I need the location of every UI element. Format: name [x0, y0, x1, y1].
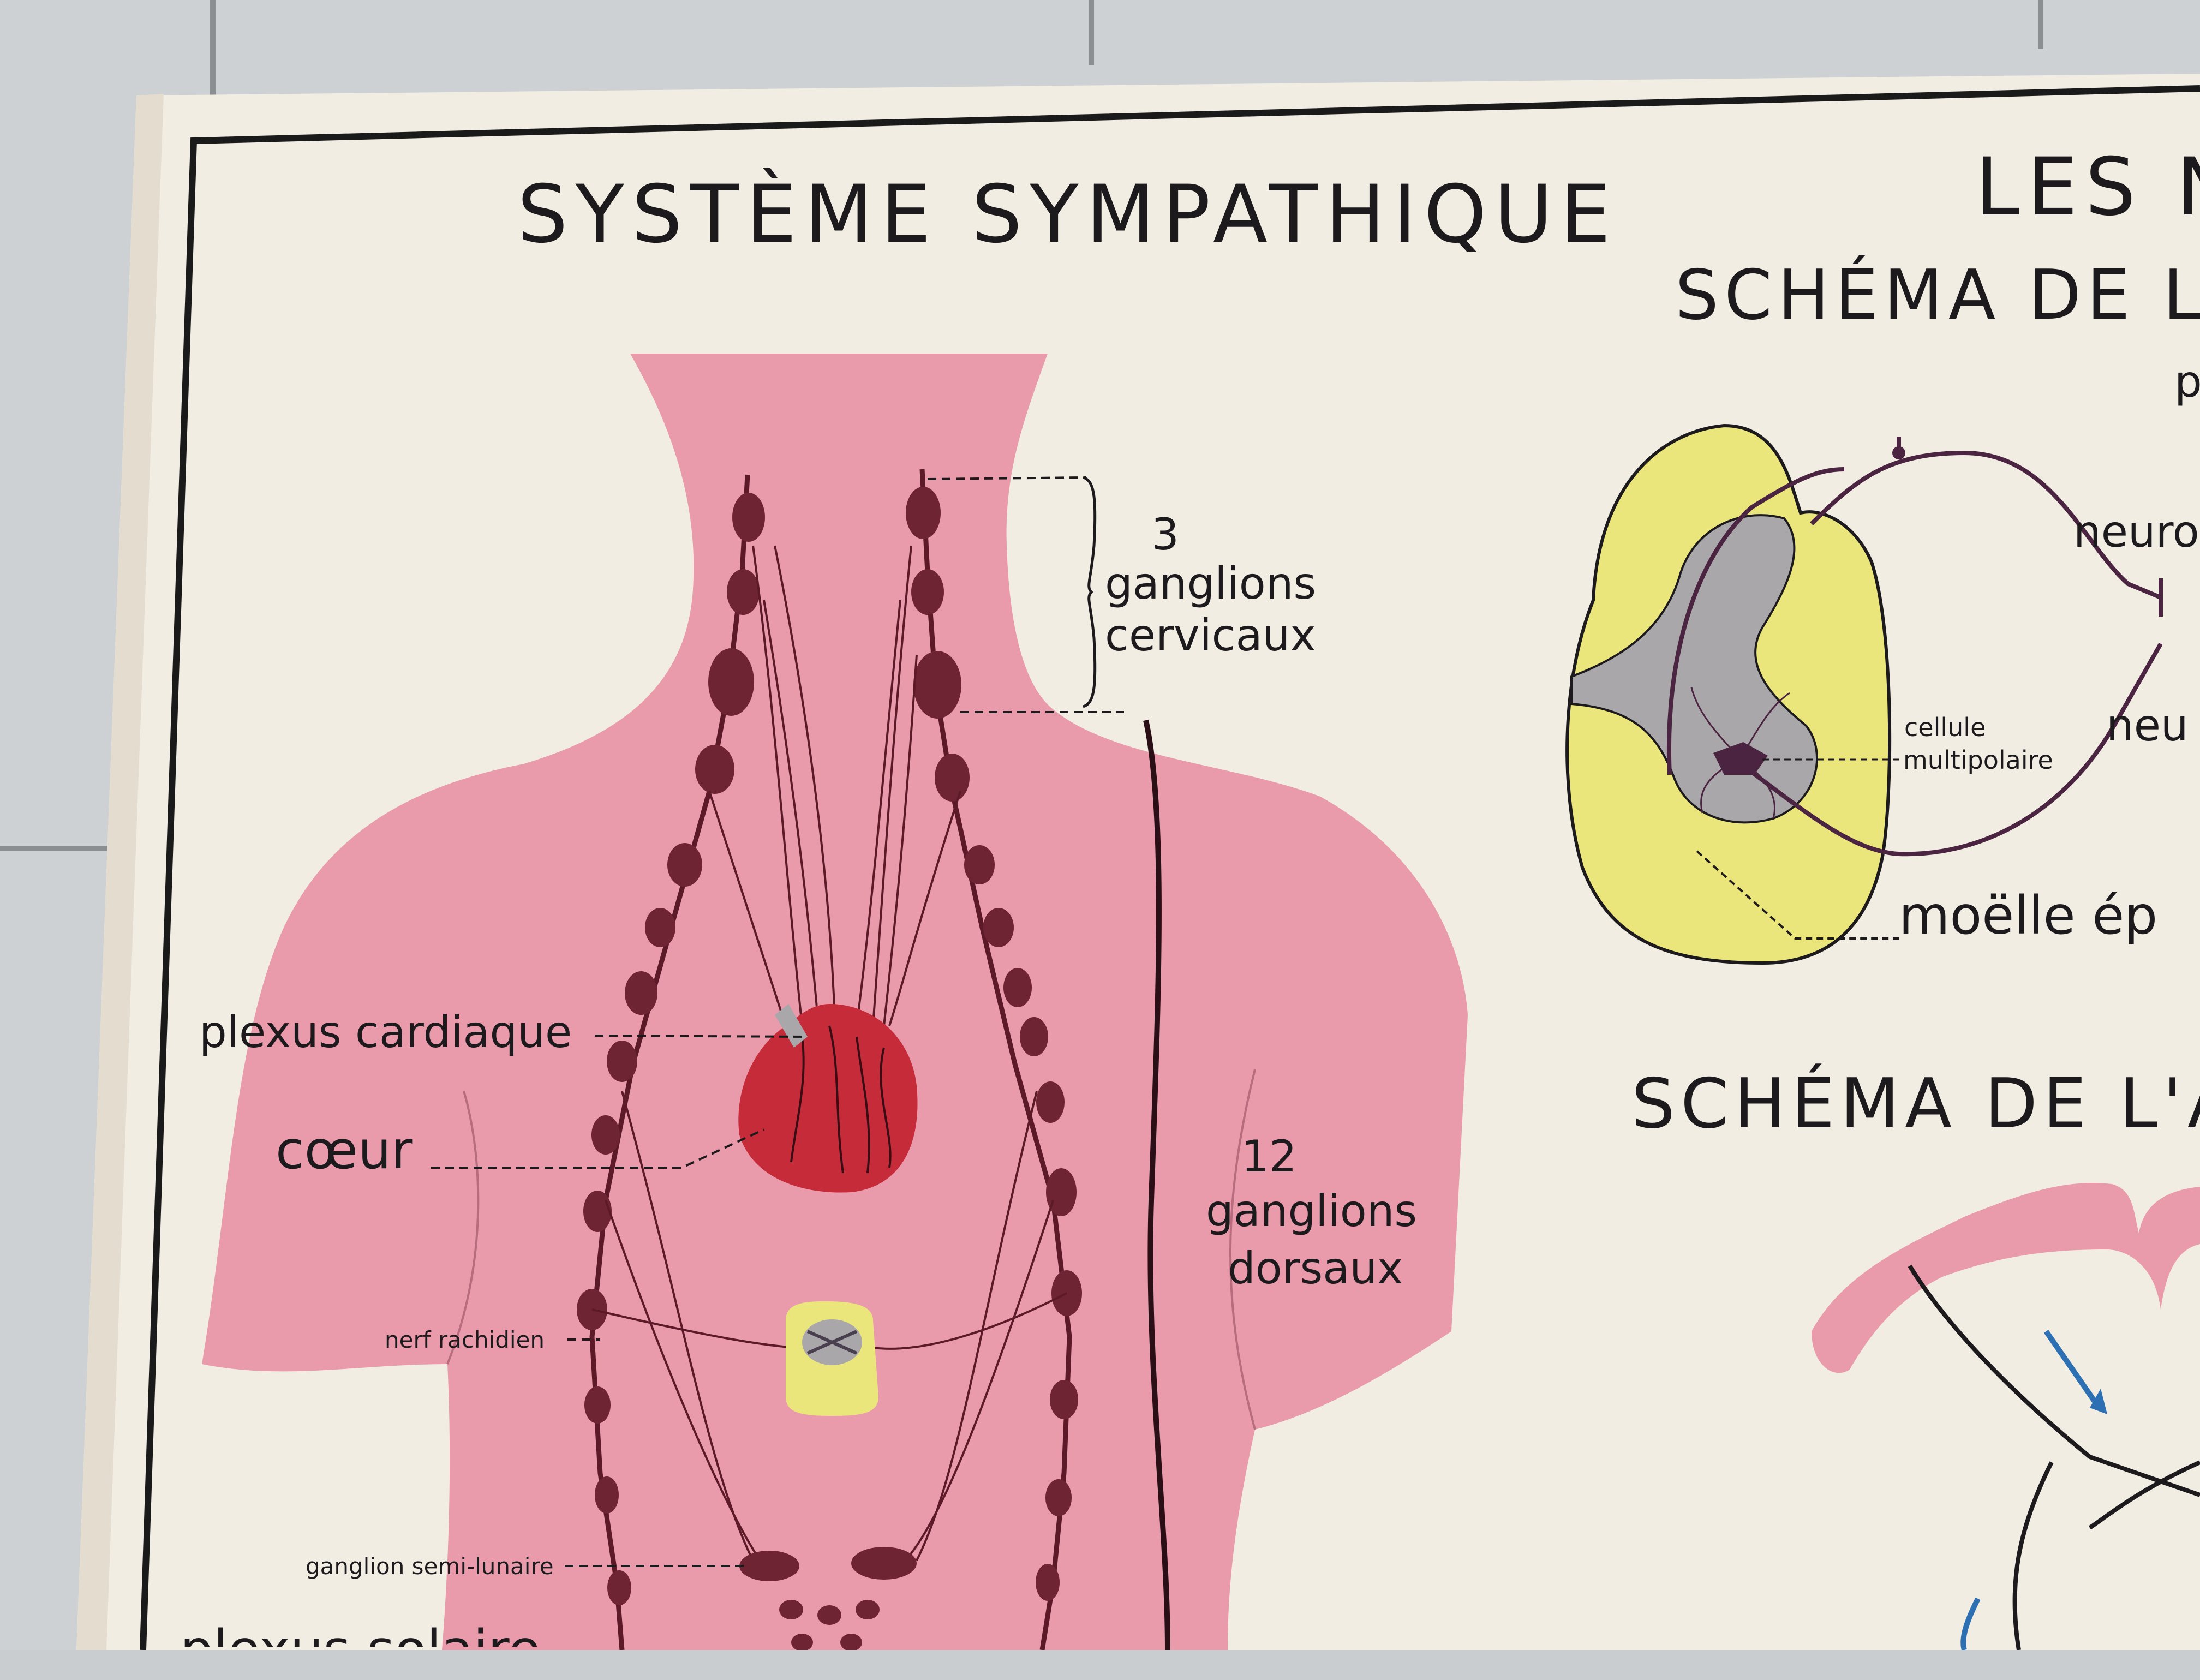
- dorsal-label-line2: dorsaux: [1228, 1243, 1403, 1294]
- spinal-cord-diagram: [1565, 423, 2163, 965]
- poster-border: [140, 85, 2200, 1650]
- second-heading-right-partial: SCHÉMA DE L'A: [1631, 1063, 2200, 1144]
- dorsal-count-label: 12: [1241, 1131, 1297, 1182]
- cutoff-bottom-label: plexus solaire: [180, 1619, 541, 1680]
- poster-title-right-partial: LES N: [1975, 141, 2200, 234]
- solar-plexus: [739, 1547, 917, 1650]
- neuron-mid-label: neu: [2106, 700, 2189, 751]
- cervical-label-line1: ganglions: [1105, 558, 1317, 609]
- spinal-cord-label: moëlle ép: [1899, 885, 2158, 946]
- multipolar-cell-line1: cellule: [1904, 713, 1986, 742]
- ganglia-right: [906, 487, 1082, 1601]
- heart-label: cœur: [276, 1120, 413, 1181]
- leader-lines: [431, 476, 1124, 1567]
- spinal-section-small: [786, 1301, 878, 1416]
- ganglia-left: [577, 493, 765, 1605]
- multipolar-cell-line2: multipolaire: [1903, 745, 2053, 775]
- spinal-nerve-label: nerf rachidien: [385, 1326, 545, 1353]
- cardiac-plexus-label: plexus cardiaque: [199, 1007, 572, 1057]
- cervical-count-label: 3: [1151, 509, 1179, 560]
- cervical-label-line2: cervicaux: [1105, 610, 1316, 661]
- neuron-top-label: neuro: [2073, 506, 2199, 557]
- poster-title-left: SYSTÈME SYMPATHIQUE: [517, 168, 1618, 261]
- dorsal-label-line1: ganglions: [1206, 1186, 1418, 1236]
- brain-section: [1812, 1183, 2200, 1650]
- cervical-brace: [1083, 476, 1097, 708]
- poster-subtitle-right-partial: SCHÉMA DE L'A: [1675, 255, 2200, 335]
- semilunar-ganglion-label: ganglion semi-lunaire: [306, 1553, 554, 1580]
- heart-shape: [738, 1004, 918, 1193]
- partial-letter-label: p: [2174, 356, 2200, 407]
